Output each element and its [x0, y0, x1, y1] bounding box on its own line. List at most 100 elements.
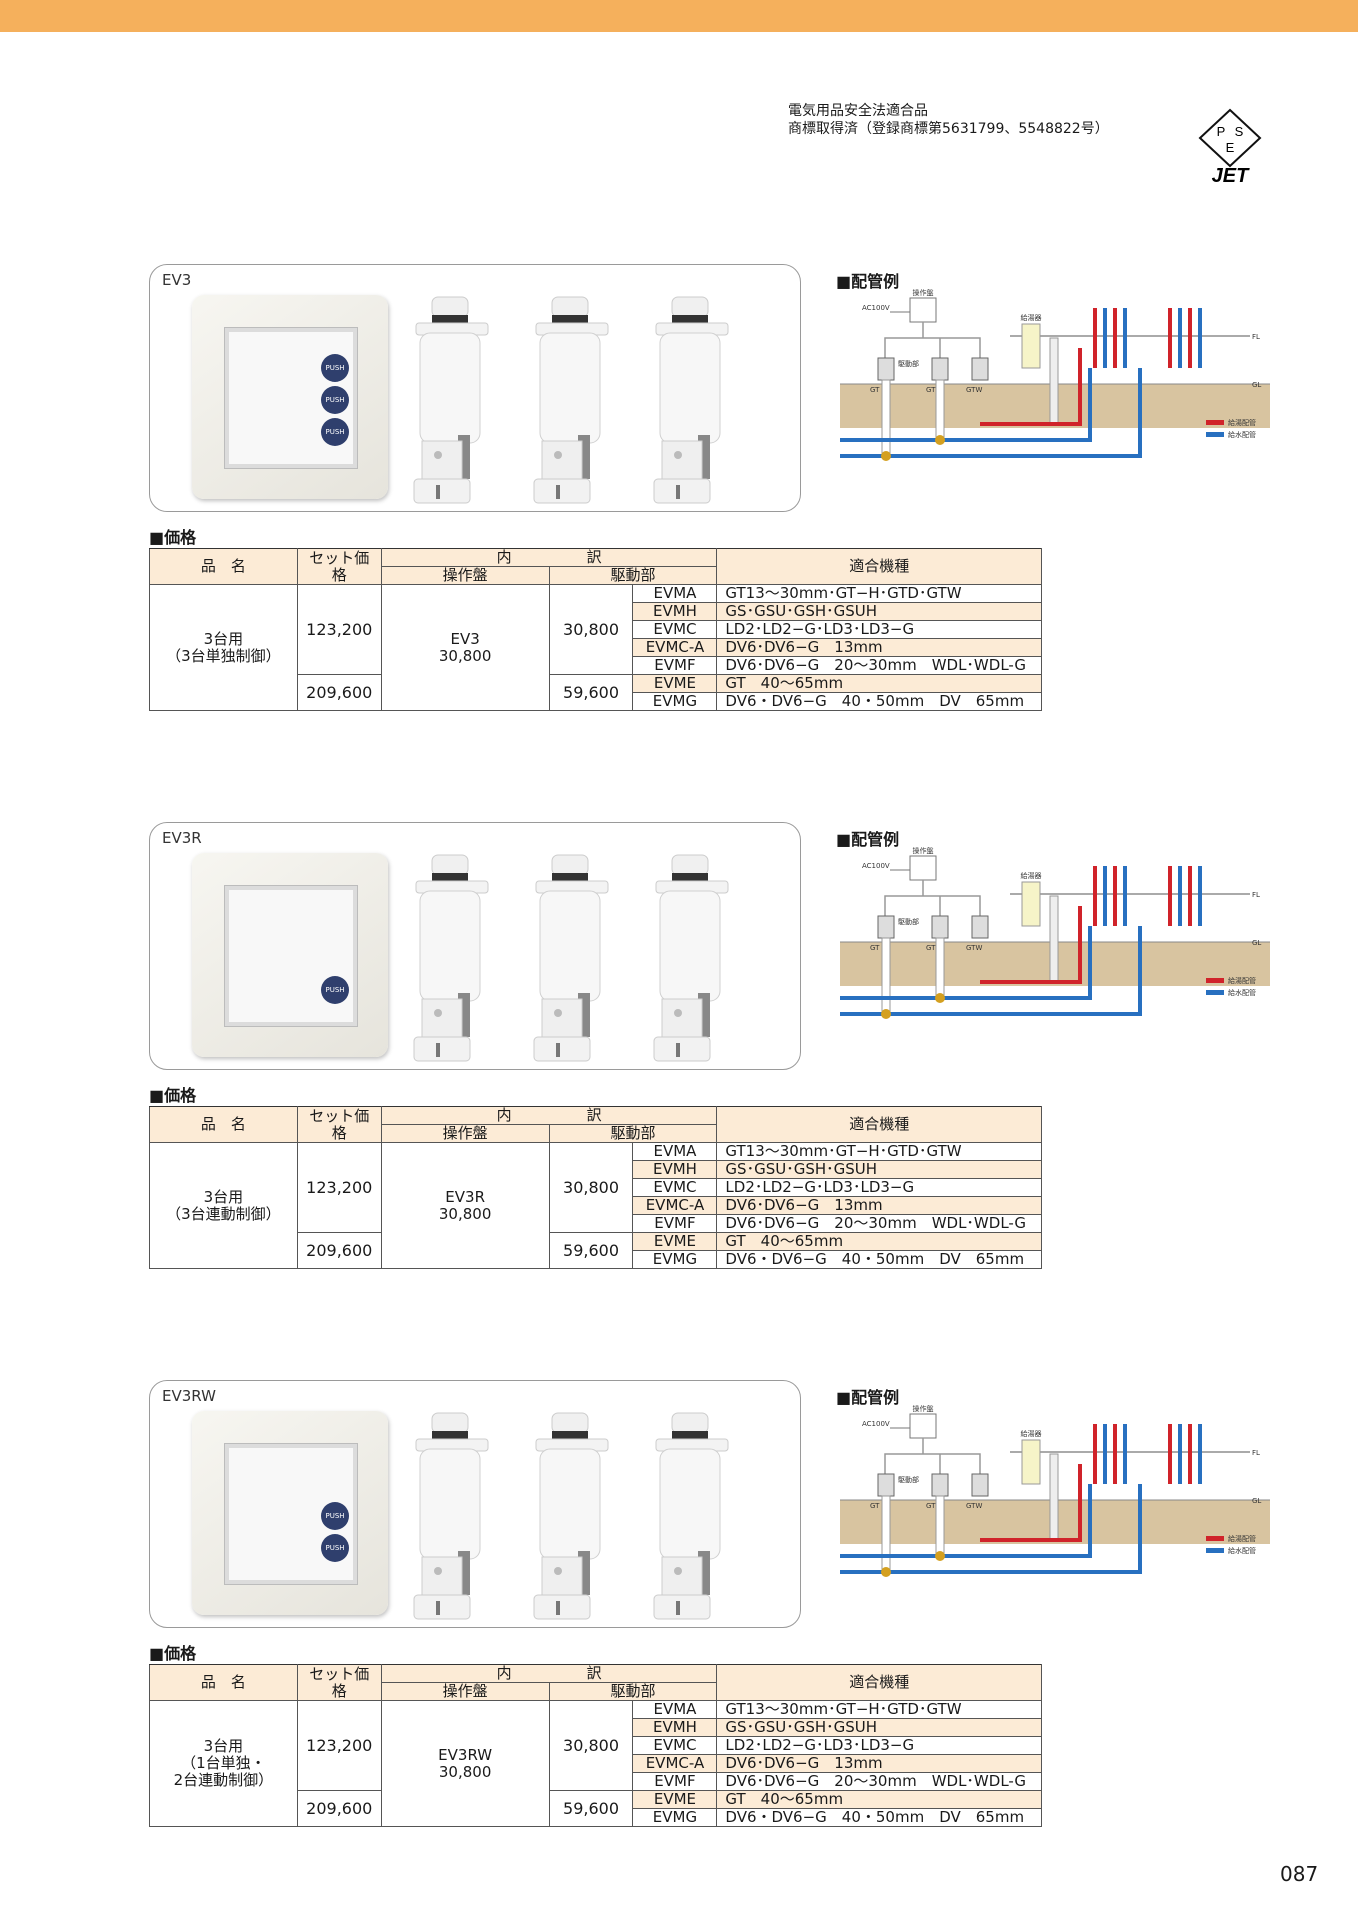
compatible-models: GT13〜30mm･GT−H･GTD･GTW [716, 1142, 1042, 1161]
drive-price-1: 30,800 [548, 584, 634, 675]
jet-logo-text: JET [1212, 165, 1250, 184]
diagram-fl-label: FL [1252, 891, 1260, 899]
col-panel: 操作盤 [380, 566, 550, 585]
push-button: PUSH [321, 386, 349, 414]
piping-heading: ■配管例 [836, 830, 900, 849]
diagram-gtw-label: GTW [966, 386, 982, 394]
compatible-models: GT 40〜65mm [716, 674, 1042, 693]
drive-model-code: EVMH [632, 602, 718, 621]
set-price-1: 123,200 [296, 584, 382, 675]
diagram-drive-label: 駆動部 [898, 917, 919, 926]
diagram-gl-label: GL [1252, 1497, 1261, 1505]
diagram-fl-label: FL [1252, 333, 1260, 341]
drive-price-2: 59,600 [548, 674, 634, 711]
col-drive: 駆動部 [548, 566, 718, 585]
push-button: PUSH [321, 354, 349, 382]
drive-model-code: EVME [632, 674, 718, 693]
pse-jet-mark: P S E JET [1198, 108, 1262, 184]
legend-hot-label: 給湯配管 [1228, 1534, 1256, 1543]
compatible-models: DV6・DV6−G 40・50mm DV 65mm [716, 1808, 1042, 1827]
panel-name: EV3R [445, 1187, 485, 1206]
push-button: PUSH [321, 1534, 349, 1562]
legend-hot-label: 給湯配管 [1228, 976, 1256, 985]
drive-model-code: EVMC-A [632, 1754, 718, 1773]
product-name-line-1: 3台用 [203, 1187, 244, 1206]
drive-model-code: EVMA [632, 1142, 718, 1161]
drive-model-code: EVMF [632, 1214, 718, 1233]
panel-price: 30,800 [438, 646, 492, 665]
diagram-ac-label: AC100V [862, 862, 890, 870]
col-breakdown: 内 訳 [380, 1664, 718, 1683]
set-price-2: 209,600 [296, 674, 382, 711]
drive-model-code: EVMC [632, 620, 718, 639]
compatible-models: GT13〜30mm･GT−H･GTD･GTW [716, 1700, 1042, 1719]
model-label: EV3 [162, 271, 192, 289]
drive-model-code: EVMG [632, 692, 718, 711]
col-breakdown: 内 訳 [380, 1106, 718, 1125]
compatible-models: DV6･DV6−G 13mm [716, 638, 1042, 657]
col-panel: 操作盤 [380, 1682, 550, 1701]
diagram-gt-label: GT [870, 386, 880, 394]
drive-model-code: EVME [632, 1232, 718, 1251]
push-button: PUSH [321, 418, 349, 446]
col-set-price: セット価格 [296, 548, 382, 585]
page-number: 087 [1280, 1862, 1319, 1886]
diagram-panel-label: 操作盤 [913, 1404, 934, 1413]
product-name-line-1: 3台用 [203, 1737, 244, 1755]
diagram-gt-label: GT [870, 944, 880, 952]
product-name-cell: 3台用（1台単独・2台連動制御） [149, 1700, 298, 1827]
drive-price-1: 30,800 [548, 1700, 634, 1791]
product-name-line-1: 3台用 [203, 629, 244, 648]
price-heading: ■価格 [149, 1086, 197, 1105]
drive-model-code: EVME [632, 1790, 718, 1809]
col-compat: 適合機種 [716, 1106, 1042, 1143]
drive-unit-image [653, 296, 729, 504]
diagram-gt-label: GT [870, 1502, 880, 1510]
drive-model-code: EVMG [632, 1250, 718, 1269]
compatible-models: DV6･DV6−G 13mm [716, 1754, 1042, 1773]
compatible-models: GT13〜30mm･GT−H･GTD･GTW [716, 584, 1042, 603]
drive-model-code: EVMC [632, 1736, 718, 1755]
product-name-line-2: （3台単独制御） [166, 646, 281, 665]
compatible-models: GS･GSU･GSH･GSUH [716, 602, 1042, 621]
diagram-drive-label: 駆動部 [898, 359, 919, 368]
drive-unit-image [533, 854, 609, 1062]
panel-price: 30,800 [438, 1204, 492, 1223]
pse-letter-e: E [1226, 140, 1235, 155]
compatible-models: DV6･DV6−G 20〜30mm WDL･WDL-G [716, 1772, 1042, 1791]
diagram-drive-label: 駆動部 [898, 1475, 919, 1484]
compatible-models: GS･GSU･GSH･GSUH [716, 1160, 1042, 1179]
legend-cold-label: 給水配管 [1228, 1546, 1256, 1555]
drive-price-2: 59,600 [548, 1232, 634, 1269]
compatible-models: LD2･LD2−G･LD3･LD3−G [716, 620, 1042, 639]
diagram-panel-label: 操作盤 [913, 846, 934, 855]
product-name-cell: 3台用（3台単独制御） [149, 584, 298, 711]
compatible-models: LD2･LD2−G･LD3･LD3−G [716, 1178, 1042, 1197]
cert-line-1: 電気用品安全法適合品 [788, 103, 928, 119]
drive-unit-image [653, 1412, 729, 1620]
drive-unit-image [533, 1412, 609, 1620]
drive-model-code: EVMA [632, 584, 718, 603]
price-heading: ■価格 [149, 528, 197, 547]
set-price-1: 123,200 [296, 1700, 382, 1791]
control-panel-image: PUSH [192, 853, 388, 1057]
diagram-ac-label: AC100V [862, 1420, 890, 1428]
col-set-price: セット価格 [296, 1664, 382, 1701]
